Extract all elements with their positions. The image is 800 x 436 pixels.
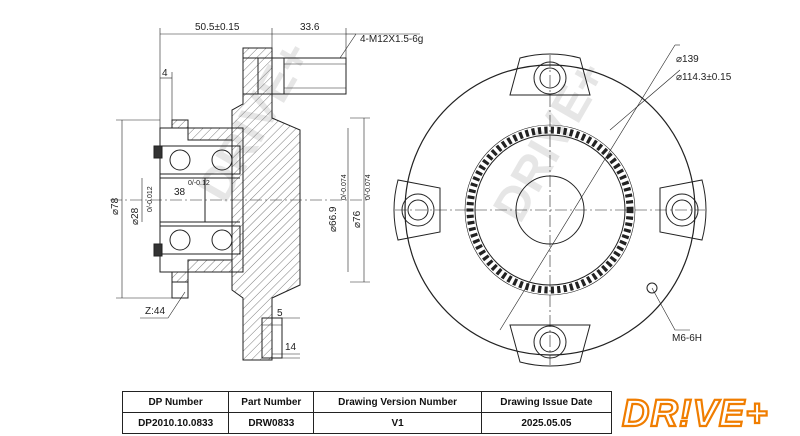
dim-28: ⌀28 xyxy=(130,207,141,225)
dim-33-6: 33.6 xyxy=(300,22,320,33)
bearing-race-top xyxy=(159,145,241,175)
stud-hole-left xyxy=(401,193,435,227)
diameter-139-leader xyxy=(499,44,676,331)
bearing-ball xyxy=(211,149,233,171)
hub-bottom-wall xyxy=(187,259,233,273)
stud-bolt xyxy=(242,57,347,95)
hub-top-wall xyxy=(187,127,233,141)
seal-top xyxy=(153,145,163,159)
dim-139: ⌀139 xyxy=(676,54,699,65)
dim-50-5: 50.5±0.15 xyxy=(195,22,240,33)
dim-m6: M6-6H xyxy=(672,333,702,344)
m6-tapped-hole xyxy=(646,282,658,294)
header-dp-number: DP Number xyxy=(121,391,230,413)
flange-outer-circle xyxy=(404,64,696,356)
value-part-number: DRW0833 xyxy=(228,412,315,434)
stud-hole-top-inner xyxy=(539,67,561,89)
flange-lobe-right xyxy=(659,179,707,241)
abs-tone-ring-teeth xyxy=(466,126,634,294)
stud-hole-right xyxy=(665,193,699,227)
bearing-ball xyxy=(211,229,233,251)
dim-76: ⌀76 xyxy=(352,210,363,228)
m6-leader xyxy=(651,287,690,331)
dim-38-tol: 0/-0.12 xyxy=(188,180,210,187)
seal-bottom xyxy=(153,243,163,257)
dim-thread: 4-M12X1.5-6g xyxy=(360,34,423,45)
bearing-race-bottom xyxy=(159,225,241,255)
collar-top xyxy=(171,119,189,129)
logo-text: DR!VE+ xyxy=(622,393,768,434)
flange-lobe-left xyxy=(393,179,441,241)
dim-76-tol: 0/-0.074 xyxy=(365,174,372,200)
dim-z44: Z:44 xyxy=(145,306,165,317)
stud-hole-bottom-inner xyxy=(539,331,561,353)
value-issue-date: 2025.05.05 xyxy=(480,412,613,434)
stud-hole-bottom xyxy=(533,325,567,359)
collar-bottom xyxy=(171,271,189,283)
hub-center-circle xyxy=(515,175,585,245)
dim-28-tol: 0/-0.012 xyxy=(147,186,154,212)
side-section-view xyxy=(110,47,370,361)
value-dp-number: DP2010.10.0833 xyxy=(121,412,230,434)
stud-hole-right-inner xyxy=(671,199,693,221)
bearing-ball xyxy=(169,229,191,251)
side-dimension-lines xyxy=(116,28,420,359)
header-part-number: Part Number xyxy=(228,391,315,413)
front-view xyxy=(393,44,707,367)
technical-drawing: DRIVE+ DRIVE+ xyxy=(110,22,732,367)
value-version: V1 xyxy=(313,412,482,434)
title-block-header-row: DP Number Part Number Drawing Version Nu… xyxy=(121,391,613,413)
dim-66-9: ⌀66.9 xyxy=(328,206,339,232)
dim-14: 14 xyxy=(285,342,297,353)
dim-66-9-tol: 0/-0.074 xyxy=(341,174,348,200)
header-version: Drawing Version Number xyxy=(313,391,482,413)
stud-hole-left-inner xyxy=(407,199,429,221)
abs-tone-ring-inner xyxy=(474,134,626,286)
title-block-value-row: DP2010.10.0833 DRW0833 V1 2025.05.05 xyxy=(121,412,613,434)
header-issue-date: Drawing Issue Date xyxy=(480,391,613,413)
dim-114-3: ⌀114.3±0.15 xyxy=(676,72,732,83)
driveplus-logo: DR!VE+ xyxy=(621,392,769,434)
stud-hole-top xyxy=(533,61,567,95)
dim-5: 5 xyxy=(277,308,283,319)
flange-lobe-top xyxy=(509,53,591,96)
title-block-table: DP Number Part Number Drawing Version Nu… xyxy=(121,391,613,434)
abs-ring-section xyxy=(171,282,189,299)
bearing-ball xyxy=(169,149,191,171)
abs-tone-ring-outer xyxy=(464,124,636,296)
flange-section xyxy=(231,47,301,361)
dim-4: 4 xyxy=(162,68,168,79)
dim-78: ⌀78 xyxy=(110,197,121,215)
dim-38: 38 xyxy=(174,187,186,198)
diameter-114-leader xyxy=(609,69,681,131)
flange-lobe-bottom xyxy=(509,324,591,367)
